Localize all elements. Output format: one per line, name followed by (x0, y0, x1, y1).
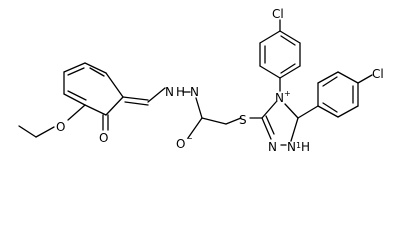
upper-chlorine-label: Cl (272, 7, 284, 21)
ether-bond (67, 104, 86, 121)
hydrazone-n1-label: N (165, 85, 174, 99)
triazole-h-label: H (301, 140, 310, 154)
imine-bond (147, 87, 166, 103)
sulfur-label: S (239, 113, 247, 127)
right-c-cl-bond (357, 74, 373, 84)
structure-diagram: O O N H N O − S N + N N 1 H (18, 7, 384, 154)
hydrazone-n2-label: N (190, 85, 199, 99)
triazolium-charge: + (284, 89, 291, 98)
c-ch2-bond (201, 117, 227, 125)
triazole-n-label: N (268, 140, 277, 154)
keto-oxygen-label: O (99, 131, 108, 145)
exo-double-a (122, 96, 149, 101)
triazole-h-count: 1 (296, 141, 301, 150)
oxygen-charge: − (186, 134, 193, 143)
right-chlorine-label: Cl (372, 67, 384, 81)
right-chlorophenyl-ring (317, 71, 359, 118)
n-c-bond (195, 97, 203, 119)
triazolium-n-label: N (275, 91, 284, 105)
right-aryl-link (297, 105, 319, 119)
upper-chlorophenyl-ring (259, 30, 301, 79)
amide-oxygen-label: O (176, 137, 185, 151)
dienone-ring (63, 62, 124, 116)
ether-oxygen-label: O (56, 120, 65, 134)
ethyl-bond-2 (18, 125, 37, 138)
triazole-nh-label: N (287, 140, 296, 154)
triazole-ring (261, 101, 299, 146)
exo-double-b (124, 101, 149, 106)
ethyl-bond-1 (35, 126, 55, 138)
molecule-svg: O O N H N O − S N + N N 1 H (18, 7, 384, 154)
hydrazone-h-label: H (176, 85, 185, 99)
ch2-s-bond (225, 117, 242, 125)
c-o-bond (187, 117, 203, 139)
